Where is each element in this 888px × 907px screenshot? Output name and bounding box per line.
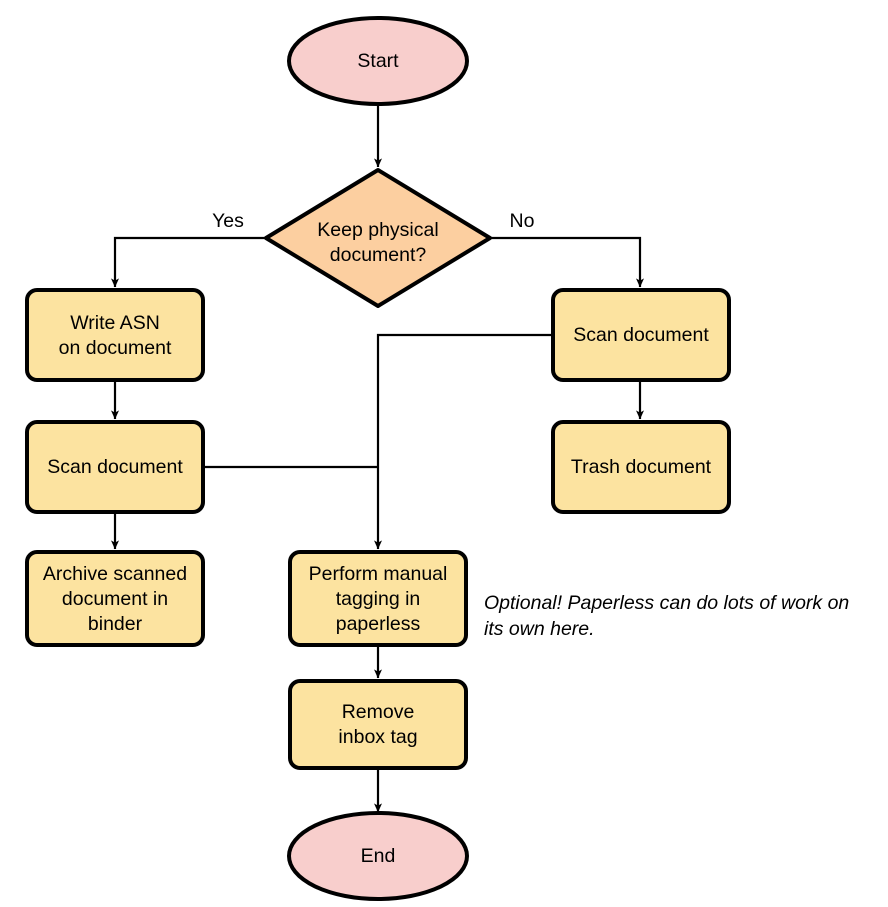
node-end[interactable]: End <box>287 811 469 901</box>
scan-document-right-label: Scan document <box>573 324 709 346</box>
node-scan-document-right[interactable]: Scan document <box>551 288 731 382</box>
write-asn-label-line2: on document <box>59 337 172 359</box>
edges-layer <box>111 104 644 813</box>
edge-decision-no-to-scan-right <box>490 236 644 288</box>
trash-document-box <box>551 420 731 514</box>
end-label: End <box>361 845 396 867</box>
start-ellipse <box>287 16 469 106</box>
remove-inbox-tag-box <box>288 679 468 770</box>
scan-document-right-box <box>551 288 731 382</box>
scan-document-left-label: Scan document <box>47 456 183 478</box>
node-decision-keep-physical-document[interactable]: Keep physical document? <box>264 168 492 308</box>
decision-diamond <box>264 168 492 308</box>
remove-inbox-tag-label-line1: Remove <box>342 701 415 723</box>
node-start[interactable]: Start <box>287 16 469 106</box>
edge-decision-yes-to-write-asn <box>111 236 265 288</box>
decision-label-line1: Keep physical <box>317 219 438 241</box>
optional-note-line1: Optional! Paperless can do lots of work … <box>484 592 849 614</box>
node-scan-document-left[interactable]: Scan document <box>25 420 205 514</box>
tagging-box <box>288 550 468 647</box>
remove-inbox-tag-label-line2: inbox tag <box>338 726 417 748</box>
write-asn-box <box>25 288 205 382</box>
start-label: Start <box>357 50 399 72</box>
tagging-label-line1: Perform manual <box>309 563 448 585</box>
archive-box <box>25 550 205 647</box>
node-archive-scanned-document[interactable]: Archive scanned document in binder <box>25 550 205 647</box>
node-perform-manual-tagging[interactable]: Perform manual tagging in paperless <box>288 550 468 647</box>
trash-document-label: Trash document <box>571 456 712 478</box>
write-asn-label-line1: Write ASN <box>70 312 160 334</box>
decision-label-line2: document? <box>330 244 427 266</box>
edge-label-yes: Yes <box>212 210 244 232</box>
archive-label-line2: document in <box>62 588 168 610</box>
edge-scan-right-to-tagging <box>374 333 553 550</box>
archive-label-line1: Archive scanned <box>43 563 187 585</box>
annotation-optional-note: Optional! Paperless can do lots of work … <box>484 592 849 640</box>
end-ellipse <box>287 811 469 901</box>
node-trash-document[interactable]: Trash document <box>551 420 731 514</box>
scan-document-left-box <box>25 420 205 514</box>
node-remove-inbox-tag[interactable]: Remove inbox tag <box>288 679 468 770</box>
edge-label-no: No <box>510 210 535 232</box>
tagging-label-line3: paperless <box>336 613 421 635</box>
node-write-asn-on-document[interactable]: Write ASN on document <box>25 288 205 382</box>
archive-label-line3: binder <box>88 613 143 635</box>
tagging-label-line2: tagging in <box>336 588 421 610</box>
optional-note-line2: its own here. <box>484 618 595 640</box>
